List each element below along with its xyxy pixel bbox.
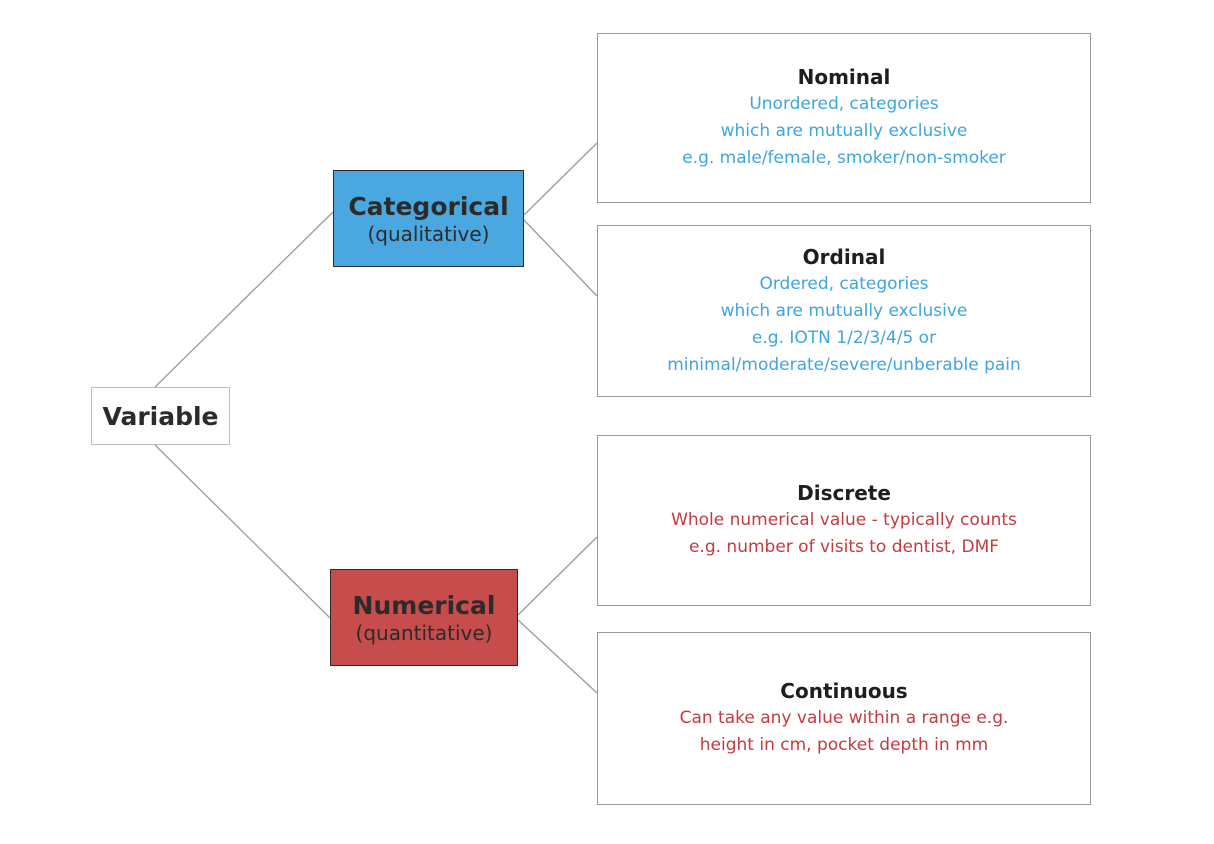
numerical-title: Numerical (352, 590, 496, 620)
connector-numerical-continuous (517, 619, 598, 694)
continuous-box: Continuous Can take any value within a r… (597, 632, 1091, 805)
nominal-line-1: Unordered, categories (749, 94, 939, 114)
connector-variable-numerical (154, 444, 331, 619)
connector-categorical-ordinal (523, 219, 598, 297)
variable-label: Variable (102, 401, 219, 431)
ordinal-line-3: e.g. IOTN 1/2/3/4/5 or (751, 327, 937, 348)
ordinal-line-1: Ordered, categories (759, 273, 929, 294)
numerical-node: Numerical (quantitative) (330, 569, 518, 666)
connector-variable-categorical (154, 211, 334, 388)
nominal-title: Nominal (797, 65, 891, 89)
nominal-box: Nominal Unordered, categories which are … (597, 33, 1091, 203)
discrete-title: Discrete (797, 481, 891, 505)
continuous-line-1: Can take any value within a range e.g. (679, 708, 1009, 728)
discrete-box: Discrete Whole numerical value - typical… (597, 435, 1091, 606)
nominal-line-3: e.g. male/female, smoker/non-smoker (682, 148, 1006, 168)
categorical-subtitle: (qualitative) (367, 221, 490, 246)
discrete-line-1: Whole numerical value - typically counts (671, 510, 1017, 530)
ordinal-line-4: minimal/moderate/severe/unberable pain (667, 354, 1021, 375)
variable-node: Variable (91, 387, 230, 445)
categorical-title: Categorical (348, 191, 509, 221)
continuous-line-2: height in cm, pocket depth in mm (699, 735, 989, 755)
ordinal-title: Ordinal (802, 244, 886, 269)
connector-categorical-nominal (523, 142, 598, 216)
discrete-line-2: e.g. number of visits to dentist, DMF (688, 537, 1000, 557)
ordinal-box: Ordinal Ordered, categories which are mu… (597, 225, 1091, 397)
nominal-line-2: which are mutually exclusive (720, 121, 968, 141)
numerical-subtitle: (quantitative) (355, 620, 493, 645)
continuous-title: Continuous (780, 679, 908, 703)
categorical-node: Categorical (qualitative) (333, 170, 524, 267)
ordinal-line-2: which are mutually exclusive (720, 300, 968, 321)
connector-numerical-discrete (517, 536, 598, 616)
